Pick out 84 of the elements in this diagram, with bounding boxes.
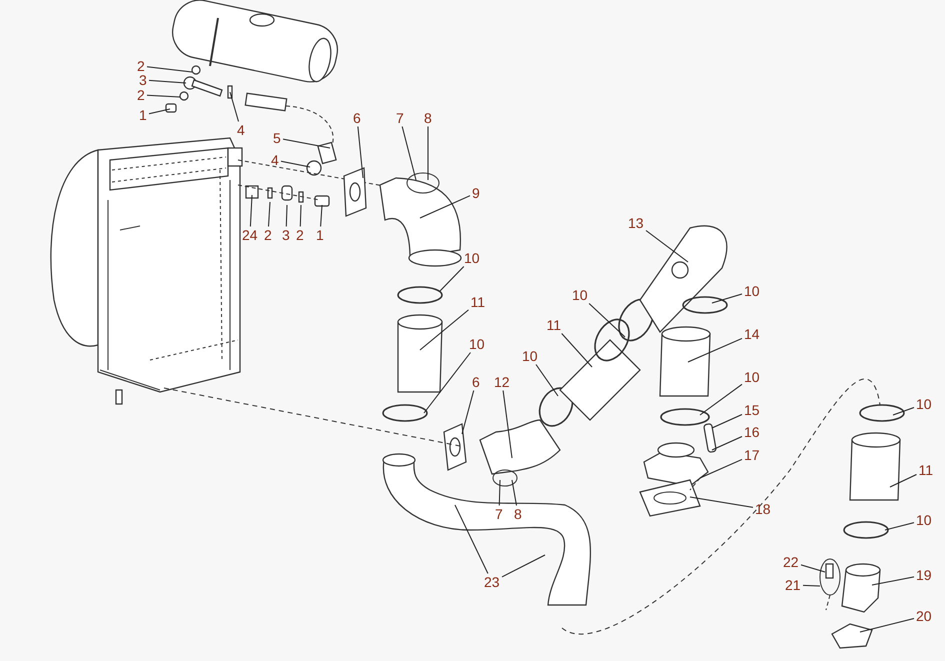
leader-line	[646, 230, 688, 262]
callout-number: 8	[513, 506, 523, 522]
callout-number: 10	[915, 512, 933, 528]
callout-number: 14	[743, 326, 761, 342]
leader-line	[802, 584, 820, 586]
callout-number: 3	[281, 228, 291, 242]
leader-line	[402, 126, 416, 180]
callout-number: 11	[918, 462, 934, 478]
leader-line	[420, 309, 469, 350]
leader-line	[320, 204, 322, 227]
leader-line	[250, 194, 252, 227]
callout-number: 5	[272, 130, 282, 146]
callout-number: 3	[138, 72, 148, 88]
leader-line	[148, 80, 186, 84]
callout-number: 12	[493, 374, 511, 390]
callout-number: 24	[241, 228, 259, 242]
callout-number: 2	[295, 228, 305, 242]
leader-line	[512, 480, 517, 506]
leader-line	[688, 338, 742, 362]
callout-number: 16	[743, 424, 761, 440]
leader-line	[800, 564, 826, 572]
leader-line	[561, 333, 592, 368]
callout-number: 17	[743, 448, 761, 462]
leader-line	[536, 364, 558, 396]
callout-number: 10	[521, 348, 539, 364]
leader-line	[420, 195, 470, 218]
leader-line	[268, 202, 270, 227]
callout-number: 7	[494, 506, 504, 522]
callout-number: 10	[743, 284, 761, 298]
callout-number: 10	[468, 336, 486, 352]
callout-number: 23	[483, 574, 501, 590]
leader-line	[700, 384, 742, 416]
leader-line	[700, 458, 742, 478]
leader-line	[146, 94, 180, 98]
callout-number: 7	[395, 110, 405, 126]
callout-number: 1	[315, 228, 325, 242]
leader-line	[498, 480, 500, 506]
leader-line	[280, 160, 310, 168]
callout-number: 6	[352, 110, 362, 126]
leader-line	[884, 522, 914, 530]
leader-line	[712, 414, 742, 428]
leader-line	[424, 352, 471, 414]
leader-line	[890, 474, 917, 488]
callout-number: 10	[571, 288, 589, 302]
leader-line	[282, 138, 330, 148]
callout-number: 19	[915, 568, 933, 582]
callout-number: 9	[471, 186, 481, 200]
leader-line	[502, 554, 546, 578]
leader-line	[712, 436, 742, 450]
callout-number: 6	[471, 374, 481, 390]
leader-line	[286, 204, 288, 227]
callout-number: 10	[743, 370, 761, 384]
leader-line	[690, 496, 754, 508]
callout-number: 10	[463, 250, 481, 266]
leader-line	[860, 618, 914, 632]
leader-line	[230, 92, 239, 122]
callout-number: 2	[136, 88, 146, 102]
callout-number: 21	[784, 578, 802, 592]
callout-number: 1	[138, 108, 148, 122]
callout-number: 2	[136, 58, 146, 74]
callout-number: 13	[627, 216, 645, 230]
callout-number: 15	[743, 402, 761, 418]
leader-line	[872, 576, 914, 586]
callout-number: 22	[782, 554, 800, 570]
callout-number: 11	[546, 318, 562, 332]
leader-line	[300, 204, 302, 227]
leader-line	[892, 407, 914, 416]
leader-line	[588, 303, 626, 338]
callout-number: 18	[754, 502, 772, 516]
leader-line	[146, 66, 192, 72]
callout-number: 4	[236, 122, 246, 138]
leader-line	[712, 294, 742, 304]
leader-line	[462, 390, 474, 434]
callout-number: 8	[423, 110, 433, 126]
callout-number: 10	[915, 396, 933, 412]
leader-line	[502, 390, 512, 458]
leader-line	[148, 108, 170, 114]
leader-line	[454, 504, 488, 574]
leader-line	[357, 126, 364, 178]
leader-line	[440, 266, 464, 292]
callout-number: 4	[270, 152, 280, 168]
callout-number: 2	[263, 228, 273, 242]
callout-number: 20	[915, 608, 933, 624]
callout-number: 11	[470, 294, 486, 310]
